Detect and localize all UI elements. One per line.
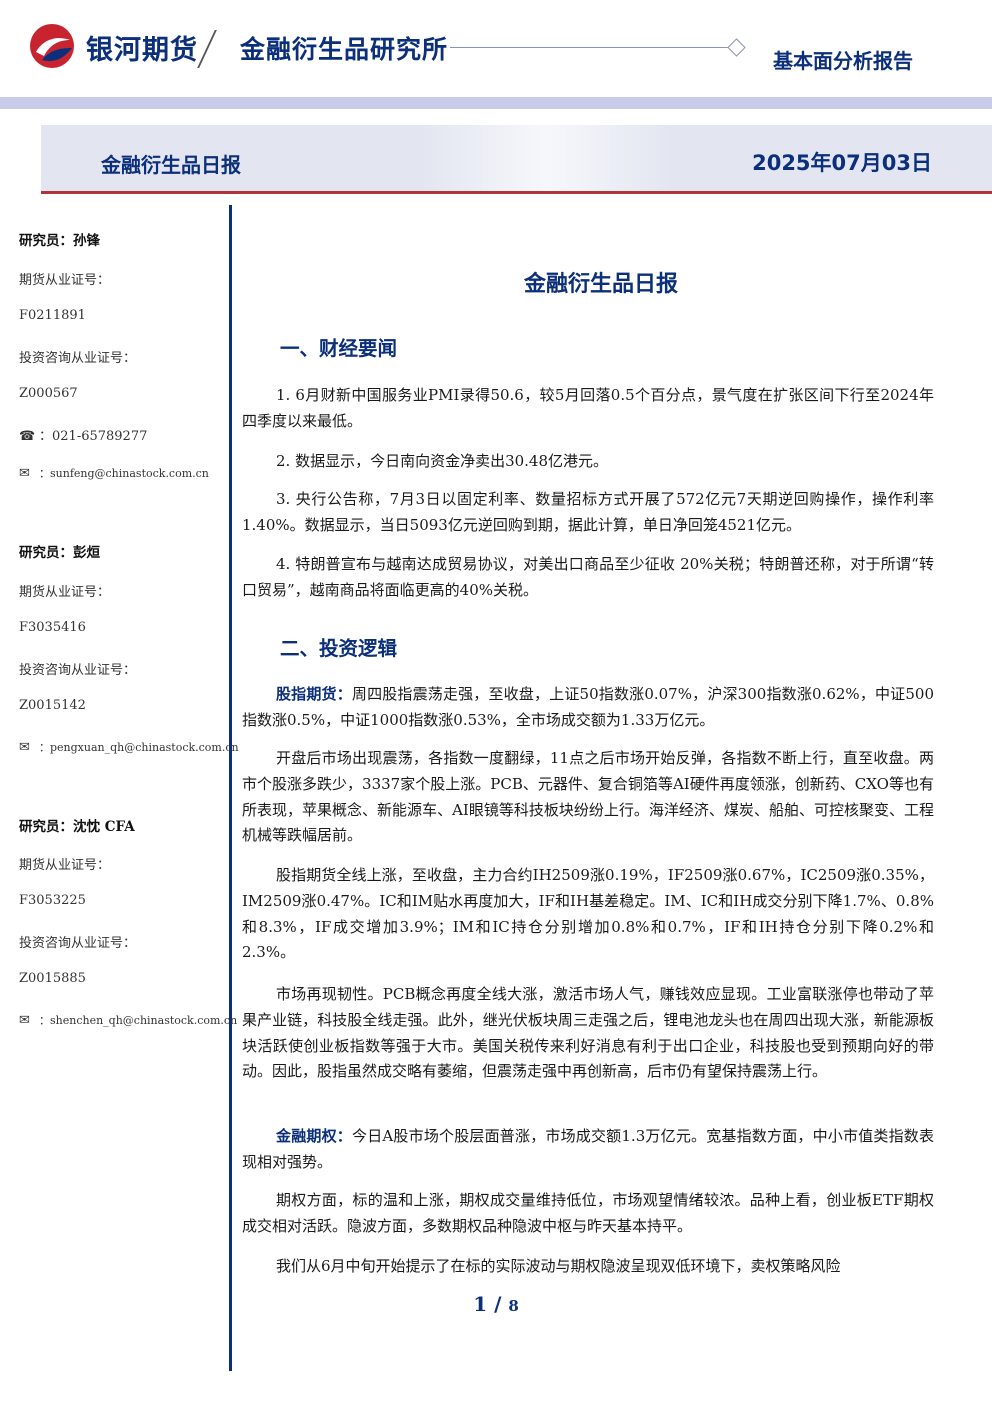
paragraph-text: 我们从6月中旬开始提示了在标的实际波动与期权隐波呈现双低环境下，卖权策略风险 bbox=[276, 1257, 841, 1275]
researcher-name: 研究员：沈忱 CFA bbox=[19, 819, 135, 835]
report-type: 基本面分析报告 bbox=[773, 49, 913, 73]
header-bar bbox=[0, 97, 992, 109]
logic-paragraph: 开盘后市场出现震荡，各指数一度翻绿，11点之后市场开始反弹，各指数不断上行，直至… bbox=[242, 746, 934, 849]
brand-name: 银河期货 bbox=[86, 35, 198, 66]
consult-license-number: Z0015142 bbox=[19, 698, 86, 713]
logic-paragraph: 市场再现韧性。PCB概念再度全线大涨，激活市场人气，赚钱效应显现。工业富联涨停也… bbox=[242, 982, 934, 1085]
email-row: ✉ ：pengxuan_qh@chinastock.com.cn bbox=[19, 739, 239, 755]
section-heading: 二、投资逻辑 bbox=[280, 637, 398, 660]
logic-paragraph: 金融期权：今日A股市场个股层面普涨，市场成交额1.3万亿元。宽基指数方面，中小市… bbox=[242, 1124, 934, 1176]
section-heading: 一、财经要闻 bbox=[280, 337, 398, 360]
report-date: 2025年07月03日 bbox=[752, 151, 932, 175]
header-rule bbox=[450, 47, 728, 48]
document-title: 金融衍生品日报 bbox=[523, 272, 678, 297]
logic-paragraph: 期权方面，标的温和上涨，期权成交量维持低位，市场观望情绪较浓。品种上看，创业板E… bbox=[242, 1188, 934, 1240]
news-paragraph: 1. 6月财新中国服务业PMI录得50.6，较5月回落0.5个百分点，景气度在扩… bbox=[242, 386, 934, 430]
news-paragraph: 4. 特朗普宣布与越南达成贸易协议，对美出口商品至少征收 20%关税；特朗普还称… bbox=[242, 555, 934, 599]
futures-license-number: F3035416 bbox=[19, 620, 86, 635]
banner-highlight bbox=[421, 125, 671, 191]
logic-paragraph: 股指期货：周四股指震荡走强，至收盘，上证50指数涨0.07%，沪深300指数涨0… bbox=[242, 682, 934, 734]
news-paragraph: 2. 数据显示，今日南向资金净卖出30.48亿港元。 bbox=[276, 452, 609, 470]
total-pages: 8 bbox=[508, 1297, 519, 1315]
banner-title: 金融衍生品日报 bbox=[101, 153, 241, 177]
phone-row: ☎：021-65789277 bbox=[19, 425, 147, 444]
title-banner: 金融衍生品日报 2025年07月03日 bbox=[41, 125, 992, 191]
phone-number: ：021-65789277 bbox=[39, 429, 148, 444]
email-address[interactable]: ：pengxuan_qh@chinastock.com.cn bbox=[39, 741, 239, 754]
page-separator: / bbox=[487, 1292, 509, 1316]
paragraph-text: 市场再现韧性。PCB概念再度全线大涨，激活市场人气，赚钱效应显现。工业富联涨停也… bbox=[242, 985, 934, 1081]
futures-license-number: F3053225 bbox=[19, 893, 86, 908]
consult-license-label: 投资咨询从业证号： bbox=[19, 351, 137, 366]
email-row: ✉ ：shenchen_qh@chinastock.com.cn bbox=[19, 1012, 237, 1028]
sidebar-divider bbox=[229, 205, 232, 1371]
envelope-icon: ✉ bbox=[19, 466, 30, 481]
researcher-name: 研究员：彭烜 bbox=[19, 545, 100, 561]
futures-license-label: 期货从业证号： bbox=[19, 858, 111, 873]
email-address[interactable]: ：shenchen_qh@chinastock.com.cn bbox=[39, 1014, 238, 1027]
phone-icon: ☎ bbox=[19, 429, 36, 444]
news-paragraph: 3. 央行公告称，7月3日以固定利率、数量招标方式开展了572亿元7天期逆回购操… bbox=[242, 490, 934, 534]
consult-license-number: Z000567 bbox=[19, 386, 78, 401]
paragraph-text: 今日A股市场个股层面普涨，市场成交额1.3万亿元。宽基指数方面，中小市值类指数表… bbox=[242, 1127, 934, 1171]
futures-license-label: 期货从业证号： bbox=[19, 585, 111, 600]
diamond-icon bbox=[727, 38, 746, 57]
logic-paragraph: 股指期货全线上涨，至收盘，主力合约IH2509涨0.19%，IF2509涨0.6… bbox=[242, 863, 934, 966]
paragraph-text: 期权方面，标的温和上涨，期权成交量维持低位，市场观望情绪较浓。品种上看，创业板E… bbox=[242, 1191, 934, 1235]
consult-license-label: 投资咨询从业证号： bbox=[19, 663, 137, 678]
futures-license-label: 期货从业证号： bbox=[19, 273, 111, 288]
envelope-icon: ✉ bbox=[19, 1013, 30, 1028]
paragraph-text: 股指期货全线上涨，至收盘，主力合约IH2509涨0.19%，IF2509涨0.6… bbox=[242, 866, 934, 962]
company-logo-icon bbox=[30, 24, 74, 68]
consult-license-label: 投资咨询从业证号： bbox=[19, 936, 137, 951]
header-divider bbox=[197, 30, 217, 68]
paragraph-text: 周四股指震荡走强，至收盘，上证50指数涨0.07%，沪深300指数涨0.62%，… bbox=[242, 685, 934, 729]
logic-paragraph: 我们从6月中旬开始提示了在标的实际波动与期权隐波呈现双低环境下，卖权策略风险 bbox=[242, 1254, 934, 1280]
futures-license-number: F0211891 bbox=[19, 308, 86, 323]
consult-license-number: Z0015885 bbox=[19, 971, 86, 986]
paragraph-text: 开盘后市场出现震荡，各指数一度翻绿，11点之后市场开始反弹，各指数不断上行，直至… bbox=[242, 749, 934, 845]
current-page: 1 bbox=[473, 1292, 488, 1316]
email-address[interactable]: ：sunfeng@chinastock.com.cn bbox=[39, 467, 209, 480]
email-row: ✉ ：sunfeng@chinastock.com.cn bbox=[19, 465, 209, 481]
researcher-name: 研究员：孙锋 bbox=[19, 233, 100, 249]
envelope-icon: ✉ bbox=[19, 740, 30, 755]
institute-name: 金融衍生品研究所 bbox=[240, 35, 449, 64]
paragraph-keyword: 股指期货： bbox=[276, 685, 352, 703]
page-number: 1 / 8 bbox=[0, 1292, 992, 1316]
banner-underline bbox=[41, 191, 992, 194]
paragraph-keyword: 金融期权： bbox=[276, 1127, 352, 1145]
